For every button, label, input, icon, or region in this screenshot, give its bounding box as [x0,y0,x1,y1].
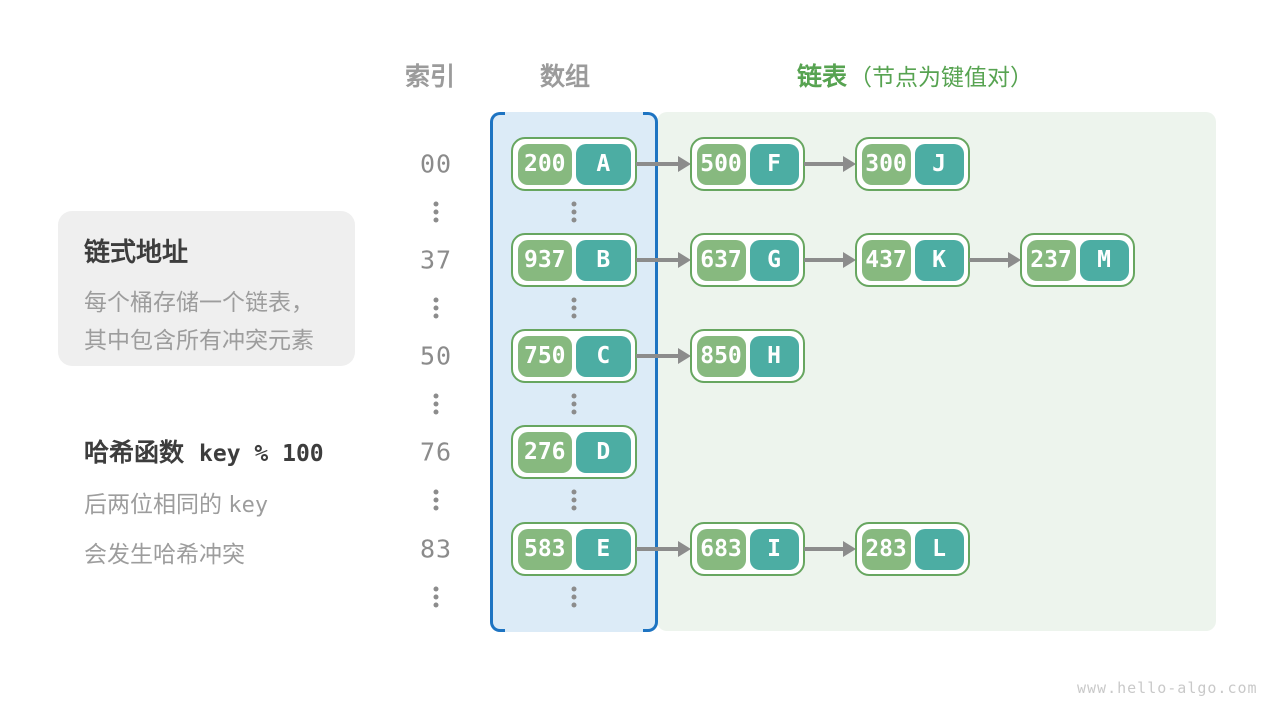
hash-title: 哈希函数 key % 100 [84,433,324,469]
node-value: C [576,335,631,377]
callout-line-2: 其中包含所有冲突元素 [84,327,314,353]
next-pointer-arrow [804,252,856,268]
node-key: 850 [696,335,746,377]
bucket-index-label: 76 [419,437,453,467]
node-value: M [1079,239,1129,281]
arrow-head-icon [678,156,691,172]
node-key: 283 [861,528,911,570]
hash-line-1: 后两位相同的 key [84,485,324,519]
node-value: D [576,431,631,473]
arrow-line [636,354,682,358]
node-value: B [576,239,631,281]
list-note: （节点为键值对） [849,64,1034,90]
index-ellipsis-dots [433,487,439,514]
arrow-line [804,547,847,551]
arrow-line [969,258,1012,262]
index-ellipsis-dots [433,295,439,322]
node-key: 237 [1026,239,1076,281]
node-key: 437 [861,239,911,281]
array-bracket-right [643,112,658,632]
node-key: 637 [696,239,746,281]
node-value: E [576,528,631,570]
next-pointer-arrow [804,156,856,172]
arrow-line [804,258,847,262]
node-key: 937 [517,239,572,281]
array-ellipsis-dots [571,391,577,418]
array-ellipsis-dots [571,584,577,611]
node-key: 276 [517,431,572,473]
node-value: K [914,239,964,281]
next-pointer-arrow [969,252,1021,268]
bucket-index-label: 00 [419,149,453,179]
arrow-head-icon [678,252,691,268]
hash-line-2: 会发生哈希冲突 [84,541,245,567]
bucket-index-label: 37 [419,245,453,275]
node-key: 500 [696,143,746,185]
arrow-head-icon [1008,252,1021,268]
arrow-head-icon [678,348,691,364]
hash-title-code: key % 100 [199,441,324,467]
node-key: 583 [517,528,572,570]
node-value: G [749,239,799,281]
index-ellipsis-dots [433,391,439,418]
arrow-line [804,162,847,166]
node-value: L [914,528,964,570]
next-pointer-arrow [636,348,691,364]
next-pointer-arrow [636,156,691,172]
index-ellipsis-dots [433,584,439,611]
column-header-list: 链表（节点为键值对） [797,57,1033,93]
column-header-index: 索引 [405,63,456,91]
node-key: 300 [861,143,911,185]
bucket-index-label: 83 [419,534,453,564]
node-key: 683 [696,528,746,570]
node-key: 750 [517,335,572,377]
hash-title-text: 哈希函数 [84,439,185,467]
array-ellipsis-dots [571,199,577,226]
arrow-line [636,547,682,551]
node-value: F [749,143,799,185]
arrow-head-icon [843,541,856,557]
hash-line1-text: 后两位相同的 [84,491,229,517]
watermark: www.hello-algo.com [1077,679,1258,697]
column-header-array: 数组 [540,63,591,91]
chaining-callout: 链式地址 每个桶存储一个链表， 其中包含所有冲突元素 [58,211,355,366]
hash-function-note: 哈希函数 key % 100 后两位相同的 key 会发生哈希冲突 [84,433,324,569]
next-pointer-arrow [804,541,856,557]
node-value: A [576,143,631,185]
node-value: J [914,143,964,185]
callout-title: 链式地址 [84,237,189,267]
arrow-head-icon [678,541,691,557]
arrow-line [636,162,682,166]
hash-line1-code: key [228,493,269,518]
callout-line-1: 每个桶存储一个链表， [84,289,314,315]
bucket-index-label: 50 [419,341,453,371]
arrow-head-icon [843,156,856,172]
array-ellipsis-dots [571,487,577,514]
index-ellipsis-dots [433,199,439,226]
node-key: 200 [517,143,572,185]
array-bracket-left [490,112,505,632]
next-pointer-arrow [636,252,691,268]
node-value: H [749,335,799,377]
array-ellipsis-dots [571,295,577,322]
arrow-line [636,258,682,262]
list-label: 链表 [797,63,848,91]
next-pointer-arrow [636,541,691,557]
arrow-head-icon [843,252,856,268]
node-value: I [749,528,799,570]
